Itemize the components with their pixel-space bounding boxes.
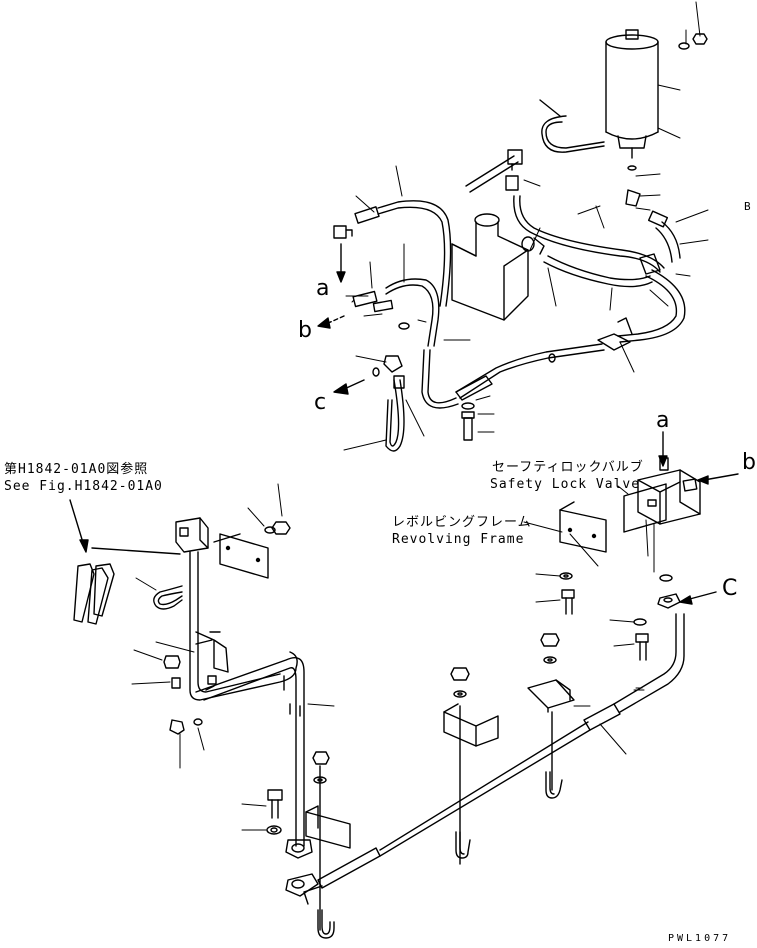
view-marker-a: a <box>316 276 330 301</box>
view-marker-c-valve: C <box>722 576 738 601</box>
safety-lock-valve <box>623 457 701 533</box>
hoses-upper <box>377 195 686 452</box>
view-marker-a-valve: a <box>656 408 670 433</box>
view-arrows-valve <box>658 431 739 605</box>
drain-hose <box>539 99 605 153</box>
accumulator <box>605 29 659 171</box>
accumulator-nuts <box>678 33 708 50</box>
view-arrows-upper <box>317 243 365 395</box>
distributor-block <box>451 213 545 321</box>
pipe-clamp <box>597 317 633 351</box>
fittings-upper <box>333 175 669 389</box>
upper-bracket <box>455 375 493 441</box>
middle-leaders <box>573 687 645 755</box>
valve-parts <box>633 574 681 661</box>
right-bracket <box>527 633 575 799</box>
view-marker-c: c <box>314 390 327 415</box>
middle-bracket <box>443 667 499 865</box>
edge-mark: B <box>744 200 752 213</box>
revolving-frame-plate <box>559 501 607 615</box>
upper-leaders <box>343 165 709 451</box>
revolving-frame-label-en: Revolving Frame <box>392 532 525 547</box>
lower-left-leaders <box>131 483 335 831</box>
bottom-pipe <box>285 613 685 905</box>
bottom-plate <box>305 751 351 939</box>
reference-label-jp: 第H1842-01A0図参照 <box>4 462 149 477</box>
lower-left-parts <box>163 521 291 835</box>
reference-label-en: See Fig.H1842-01A0 <box>4 479 163 494</box>
safety-lock-valve-label-jp: セーフティロックバルブ <box>492 460 644 475</box>
lower-left-assembly <box>69 499 313 859</box>
accumulator-leaders <box>635 1 701 197</box>
revolving-frame-label-jp: レボルビングフレーム <box>392 515 532 530</box>
valve-leaders <box>523 485 655 647</box>
view-marker-b-valve: b <box>742 450 756 475</box>
safety-lock-valve-label-en: Safety Lock Valve <box>490 477 641 492</box>
view-marker-b: b <box>298 318 312 343</box>
tee-rod <box>465 149 523 193</box>
drawing-code: PWL1077 <box>668 933 732 944</box>
